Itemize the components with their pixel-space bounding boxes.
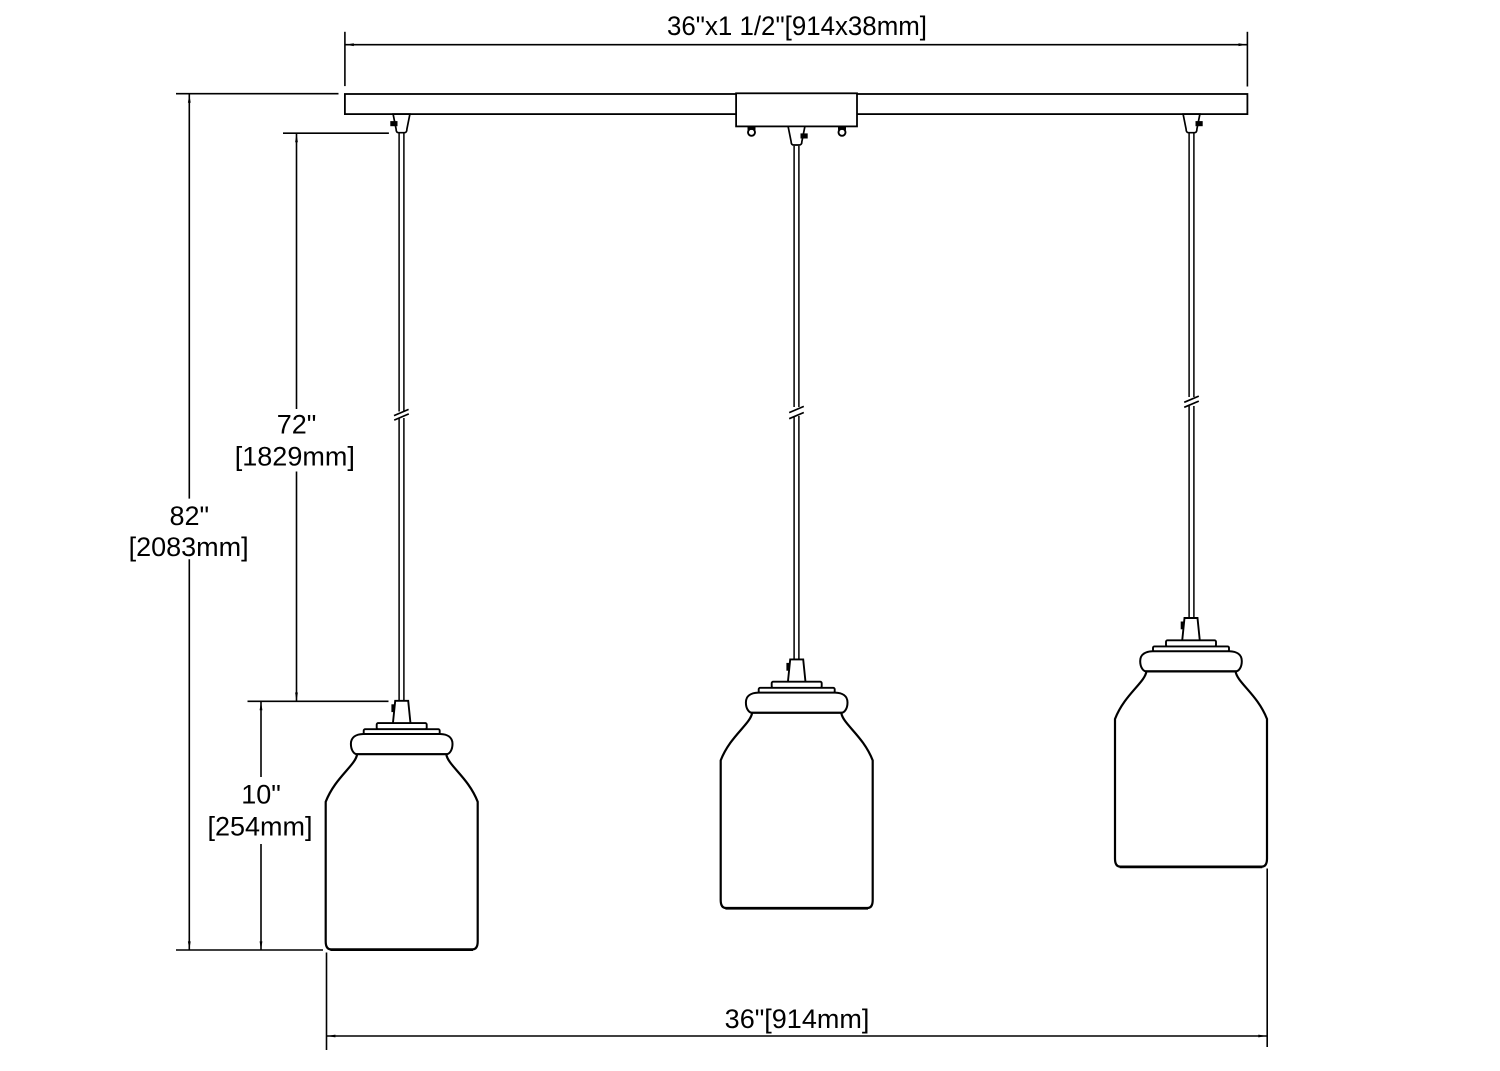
svg-text:[254mm]: [254mm] — [207, 812, 312, 842]
svg-text:[2083mm]: [2083mm] — [129, 532, 249, 562]
svg-text:36"x1 1/2"[914x38mm]: 36"x1 1/2"[914x38mm] — [667, 11, 927, 41]
svg-text:36"[914mm]: 36"[914mm] — [725, 1004, 870, 1034]
svg-text:[1829mm]: [1829mm] — [235, 442, 355, 472]
svg-text:72": 72" — [277, 410, 317, 440]
svg-text:82": 82" — [169, 501, 209, 531]
svg-text:10": 10" — [241, 780, 281, 810]
